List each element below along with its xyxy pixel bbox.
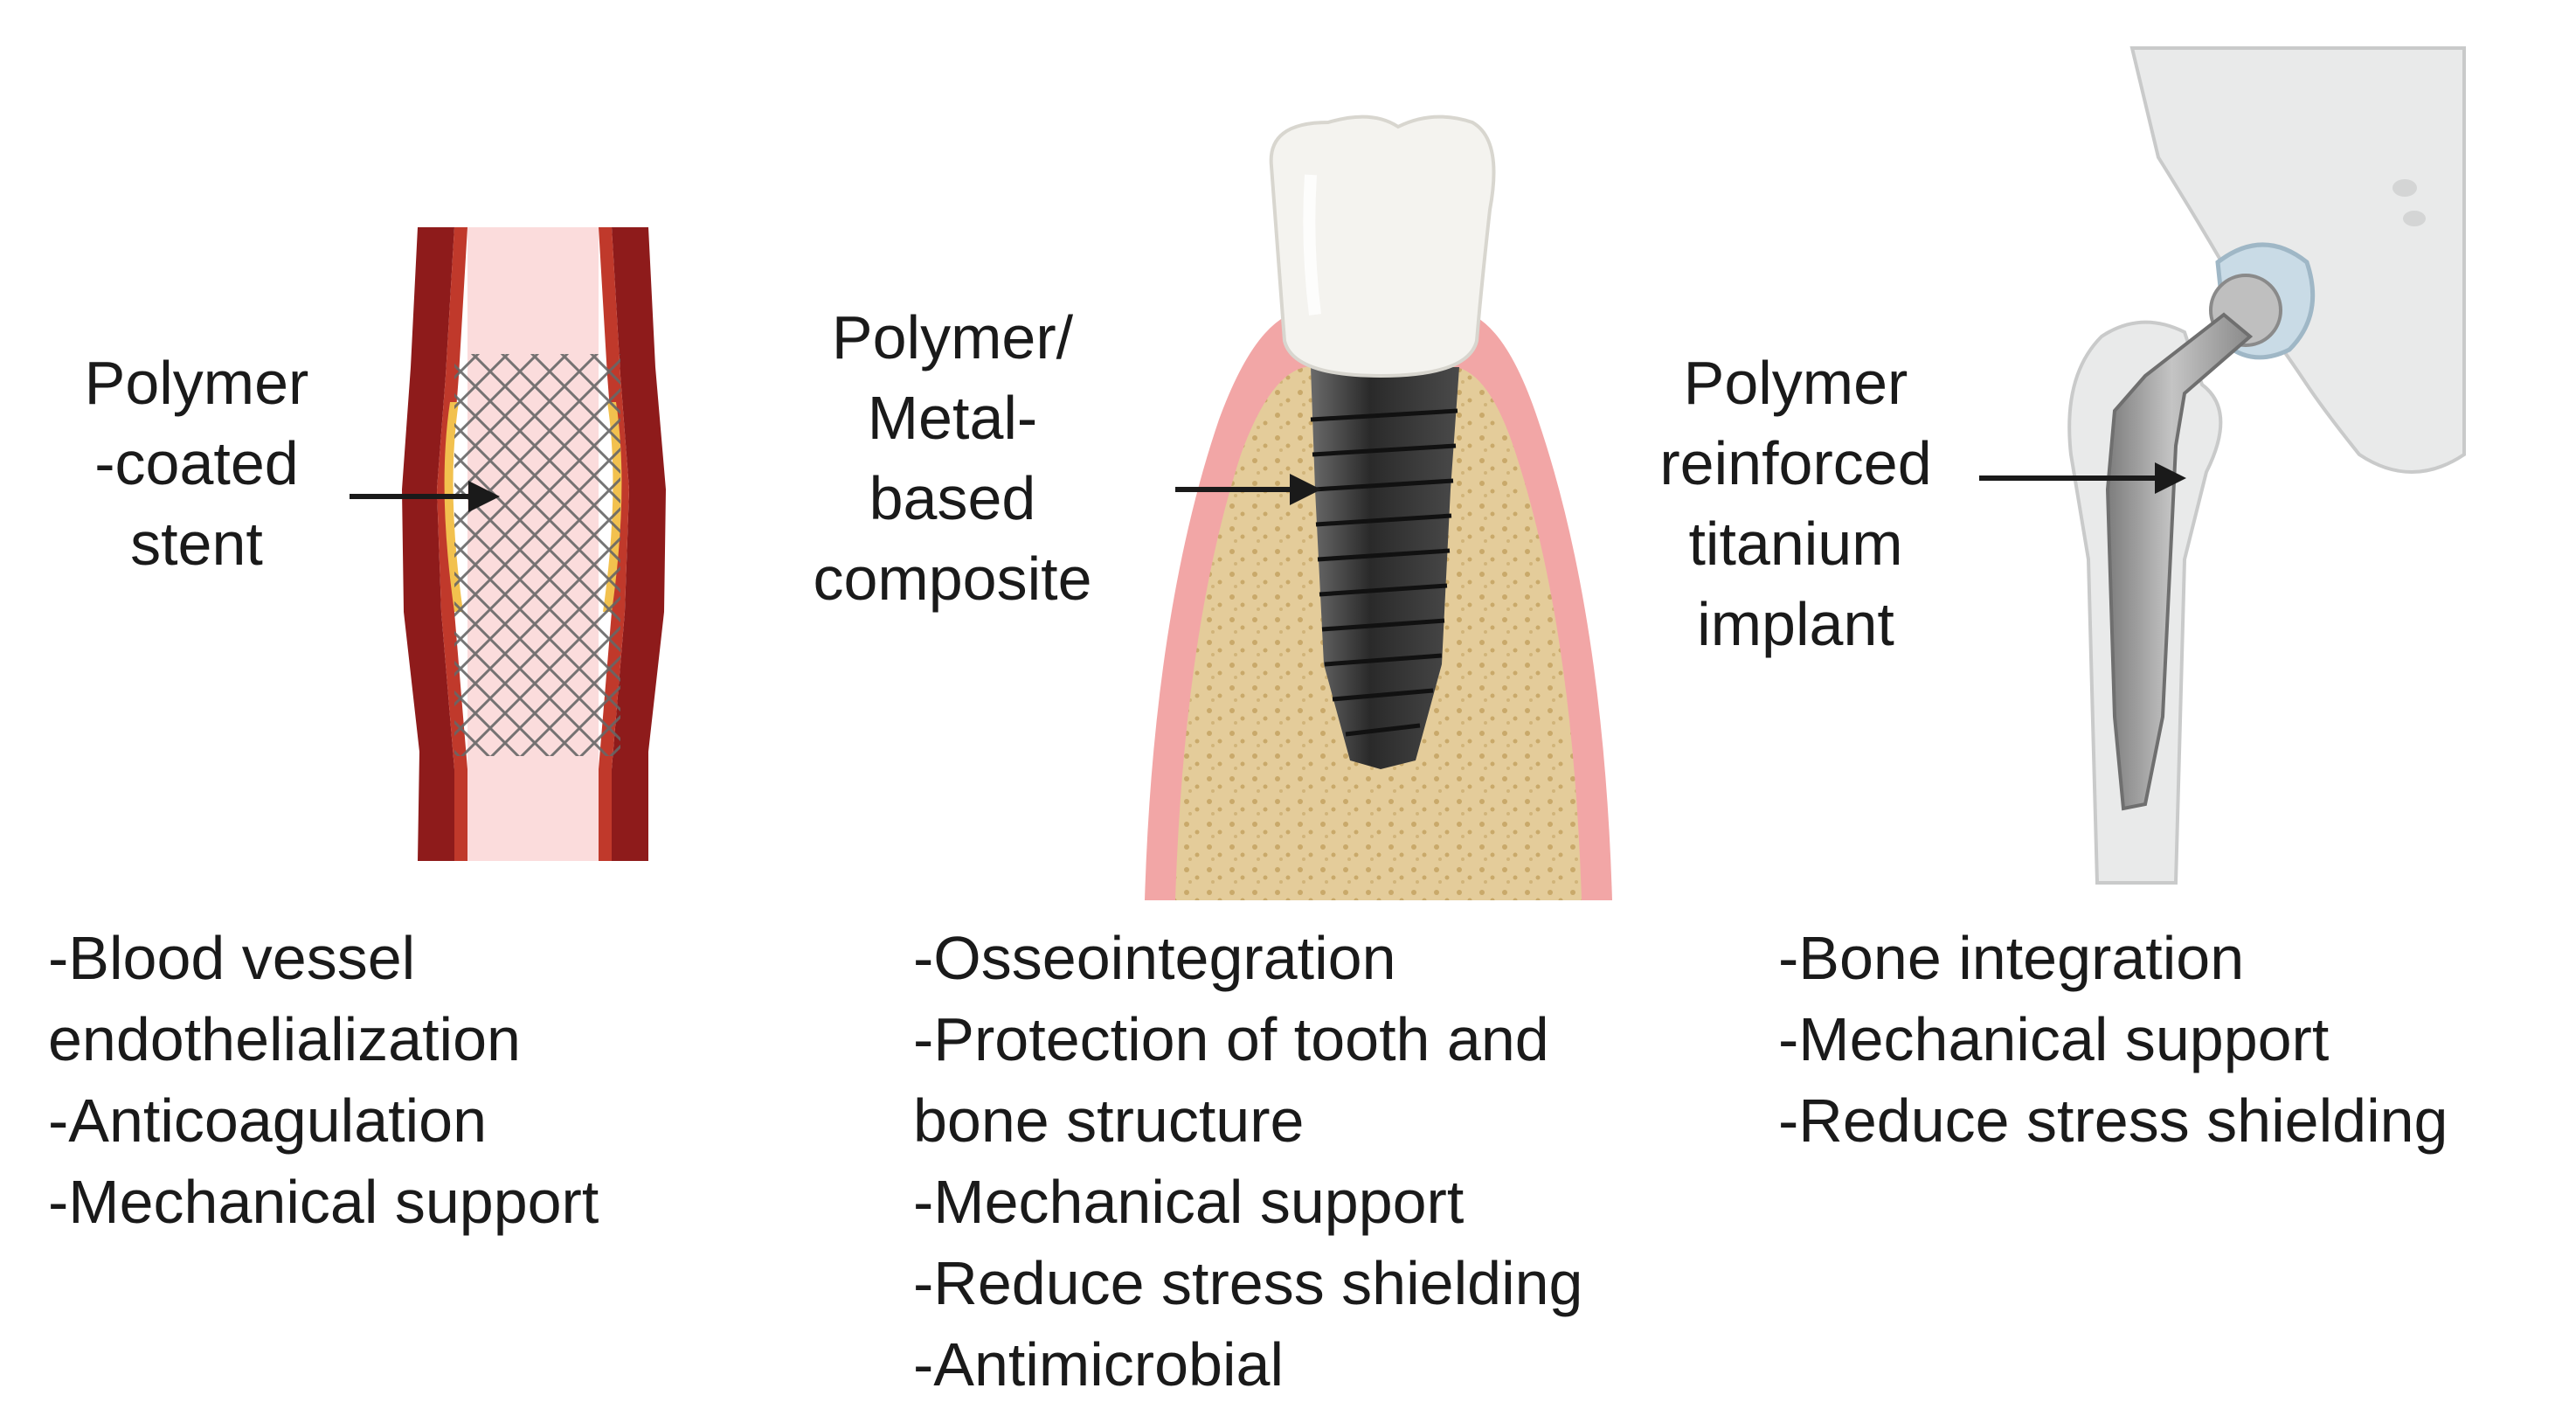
benefit-item: -Bone integration	[1778, 924, 2245, 992]
benefit-item: endothelialization	[48, 1005, 521, 1073]
stent-benefits: -Blood vessel endothelialization -Antico…	[48, 918, 599, 1243]
benefit-item: bone structure	[913, 1086, 1305, 1155]
hip-arrow	[1979, 462, 2186, 494]
benefit-item: -Protection of tooth and	[913, 1005, 1549, 1073]
benefit-item: -Blood vessel	[48, 924, 416, 992]
dental-label-line: composite	[813, 545, 1092, 613]
hip-label-line: reinforced	[1659, 429, 1932, 497]
benefit-item: -Antimicrobial	[913, 1330, 1284, 1399]
benefit-item: -Reduce stress shielding	[1778, 1086, 2448, 1155]
hip-label-line: Polymer	[1683, 349, 1908, 417]
benefit-item: -Anticoagulation	[48, 1086, 487, 1155]
dental-illustration	[1145, 115, 1612, 901]
stent-mesh	[454, 354, 620, 756]
stent-arrow	[350, 481, 500, 512]
dental-arrow	[1175, 474, 1321, 505]
hip-label: Polymer reinforced titanium implant	[1617, 343, 1975, 664]
plaque-left	[444, 402, 463, 612]
stent-label: Polymer -coated stent	[52, 343, 341, 584]
obturator-hole-2	[2403, 211, 2426, 226]
vessel-left-wall	[402, 227, 454, 861]
vessel-right-wall	[612, 227, 666, 861]
stent-label-line: -coated	[94, 429, 299, 497]
benefit-item: -Mechanical support	[1778, 1005, 2330, 1073]
stent-label-line: stent	[130, 510, 263, 578]
benefit-item: -Mechanical support	[913, 1168, 1465, 1236]
implant-screw	[1311, 367, 1459, 769]
dental-label-line: based	[869, 464, 1036, 532]
hip-label-line: titanium	[1688, 510, 1903, 578]
obturator-hole-1	[2392, 179, 2417, 197]
stent-illustration	[402, 227, 666, 861]
dental-label-line: Polymer/	[831, 303, 1074, 371]
hip-benefits: -Bone integration -Mechanical support -R…	[1778, 918, 2448, 1162]
dental-benefits: -Osseointegration -Protection of tooth a…	[913, 918, 1582, 1406]
tooth-crown	[1269, 115, 1496, 378]
hip-illustration	[2067, 46, 2466, 885]
stent-label-line: Polymer	[84, 349, 309, 417]
dental-label: Polymer/ Metal- based composite	[769, 297, 1136, 619]
benefit-item: -Mechanical support	[48, 1168, 599, 1236]
dental-label-line: Metal-	[867, 384, 1038, 452]
benefit-item: -Osseointegration	[913, 924, 1396, 992]
femoral-stem	[2105, 312, 2254, 811]
benefit-item: -Reduce stress shielding	[913, 1249, 1583, 1317]
hip-label-line: implant	[1697, 590, 1894, 658]
screw-threads	[1310, 408, 1458, 737]
